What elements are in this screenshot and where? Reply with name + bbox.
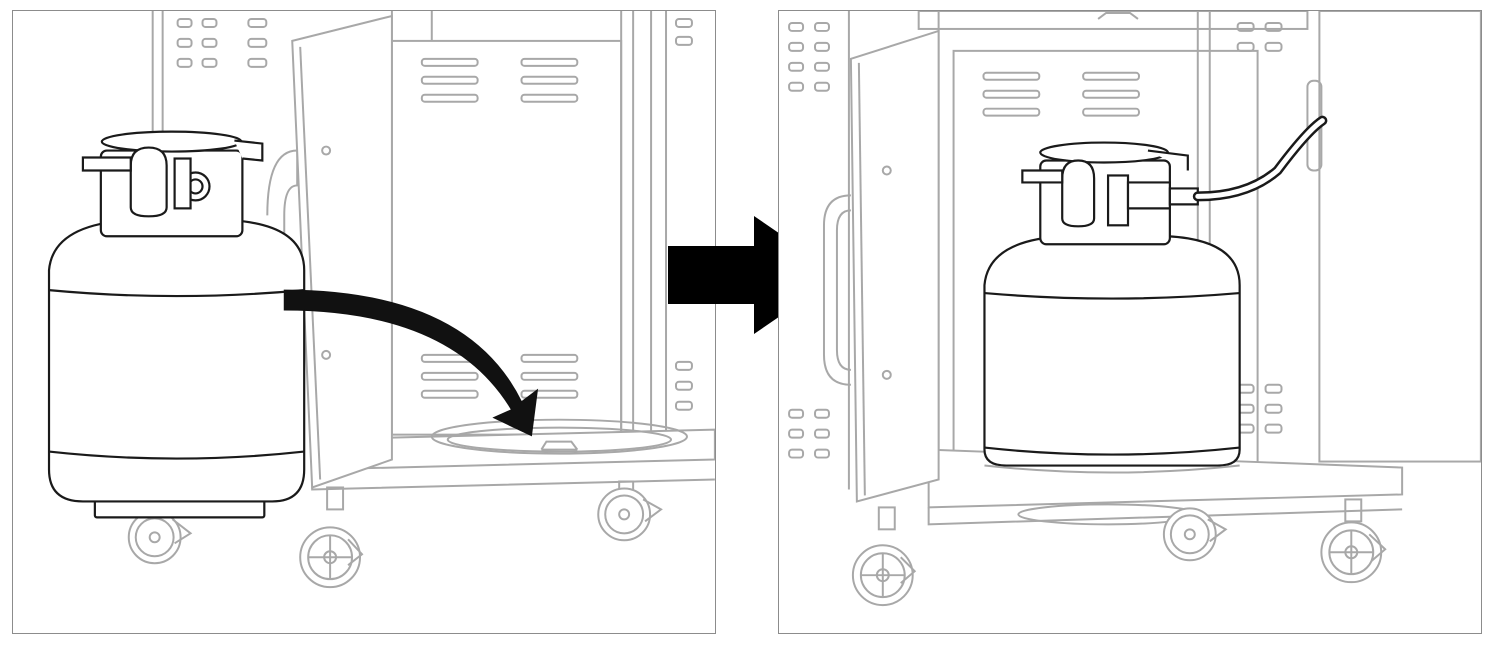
grill-cabinet: [151, 11, 693, 530]
grill-illustration-after: [788, 11, 1481, 607]
grill-illustration-before: [47, 11, 715, 589]
caster-wheels: [851, 498, 1387, 607]
propane-tank: [47, 130, 306, 519]
back-panel-vents: [982, 71, 1140, 117]
back-panel-vents: [420, 57, 579, 399]
caster-wheels: [127, 480, 663, 589]
regulator-hose: [1192, 115, 1328, 202]
caster-wheel: [299, 486, 364, 589]
propane-tank: [983, 141, 1241, 474]
caster-wheel: [127, 510, 193, 565]
open-door: [291, 14, 393, 489]
caster-wheel: [1320, 498, 1387, 584]
step-panel-before: [12, 10, 716, 634]
left-open-door: [822, 29, 940, 503]
step-panel-after: [778, 10, 1482, 634]
caster-wheel: [597, 480, 663, 542]
side-panel-vents: [788, 21, 1283, 459]
caster-wheel: [1162, 507, 1228, 562]
right-open-door: [1306, 11, 1481, 463]
side-panel-vents: [176, 17, 693, 411]
placement-arrow: [283, 289, 539, 437]
caster-wheel: [851, 506, 917, 607]
